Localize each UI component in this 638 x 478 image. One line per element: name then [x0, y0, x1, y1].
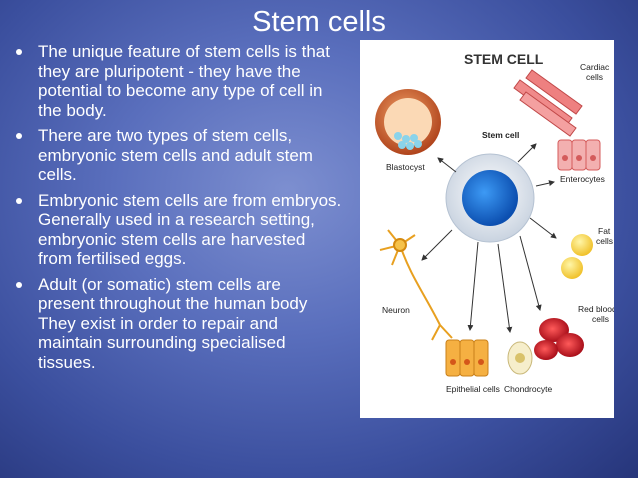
bullet-item: Adult (or somatic) stem cells are presen…: [12, 275, 342, 373]
slide-title: Stem cells: [252, 6, 386, 38]
neuron-icon: [379, 229, 453, 341]
bullet-item: The unique feature of stem cells is that…: [12, 42, 342, 120]
label-epithelial: Epithelial cells: [446, 384, 500, 394]
label-chondrocyte: Chondrocyte: [504, 384, 552, 394]
chondrocyte-icon: [507, 341, 533, 375]
fat-cells-icon: [561, 234, 593, 279]
blastocyst-icon: [375, 89, 441, 155]
label-blastocyst: Blastocyst: [386, 162, 425, 172]
bullet-dot-icon: [16, 49, 22, 55]
diagram-heading: STEM CELL: [464, 51, 544, 67]
bullet-item: Embryonic stem cells are from embryos. G…: [12, 191, 342, 269]
diagram-arrows: [421, 143, 557, 333]
label-neuron: Neuron: [382, 305, 410, 315]
bullet-text: The unique feature of stem cells is that…: [38, 42, 330, 120]
bullet-list: The unique feature of stem cells is that…: [12, 42, 342, 378]
bullet-dot-icon: [16, 281, 22, 288]
cardiac-cells-icon: [513, 69, 583, 137]
bullet-text: There are two types of stem cells, embry…: [38, 126, 313, 184]
bullet-text: Embryonic stem cells are from embryos. G…: [38, 190, 342, 269]
stem-cell-icon: [445, 153, 535, 243]
bullet-dot-icon: [16, 197, 22, 204]
label-enterocytes: Enterocytes: [560, 174, 605, 184]
epithelial-cells-icon: [445, 339, 489, 377]
enterocytes-icon: [557, 139, 601, 171]
bullet-text: Adult (or somatic) stem cells are presen…: [38, 274, 308, 372]
label-stem-cell: Stem cell: [482, 130, 519, 140]
bullet-dot-icon: [16, 133, 22, 139]
red-blood-cells-icon: [534, 318, 584, 360]
bullet-item: There are two types of stem cells, embry…: [12, 126, 342, 185]
